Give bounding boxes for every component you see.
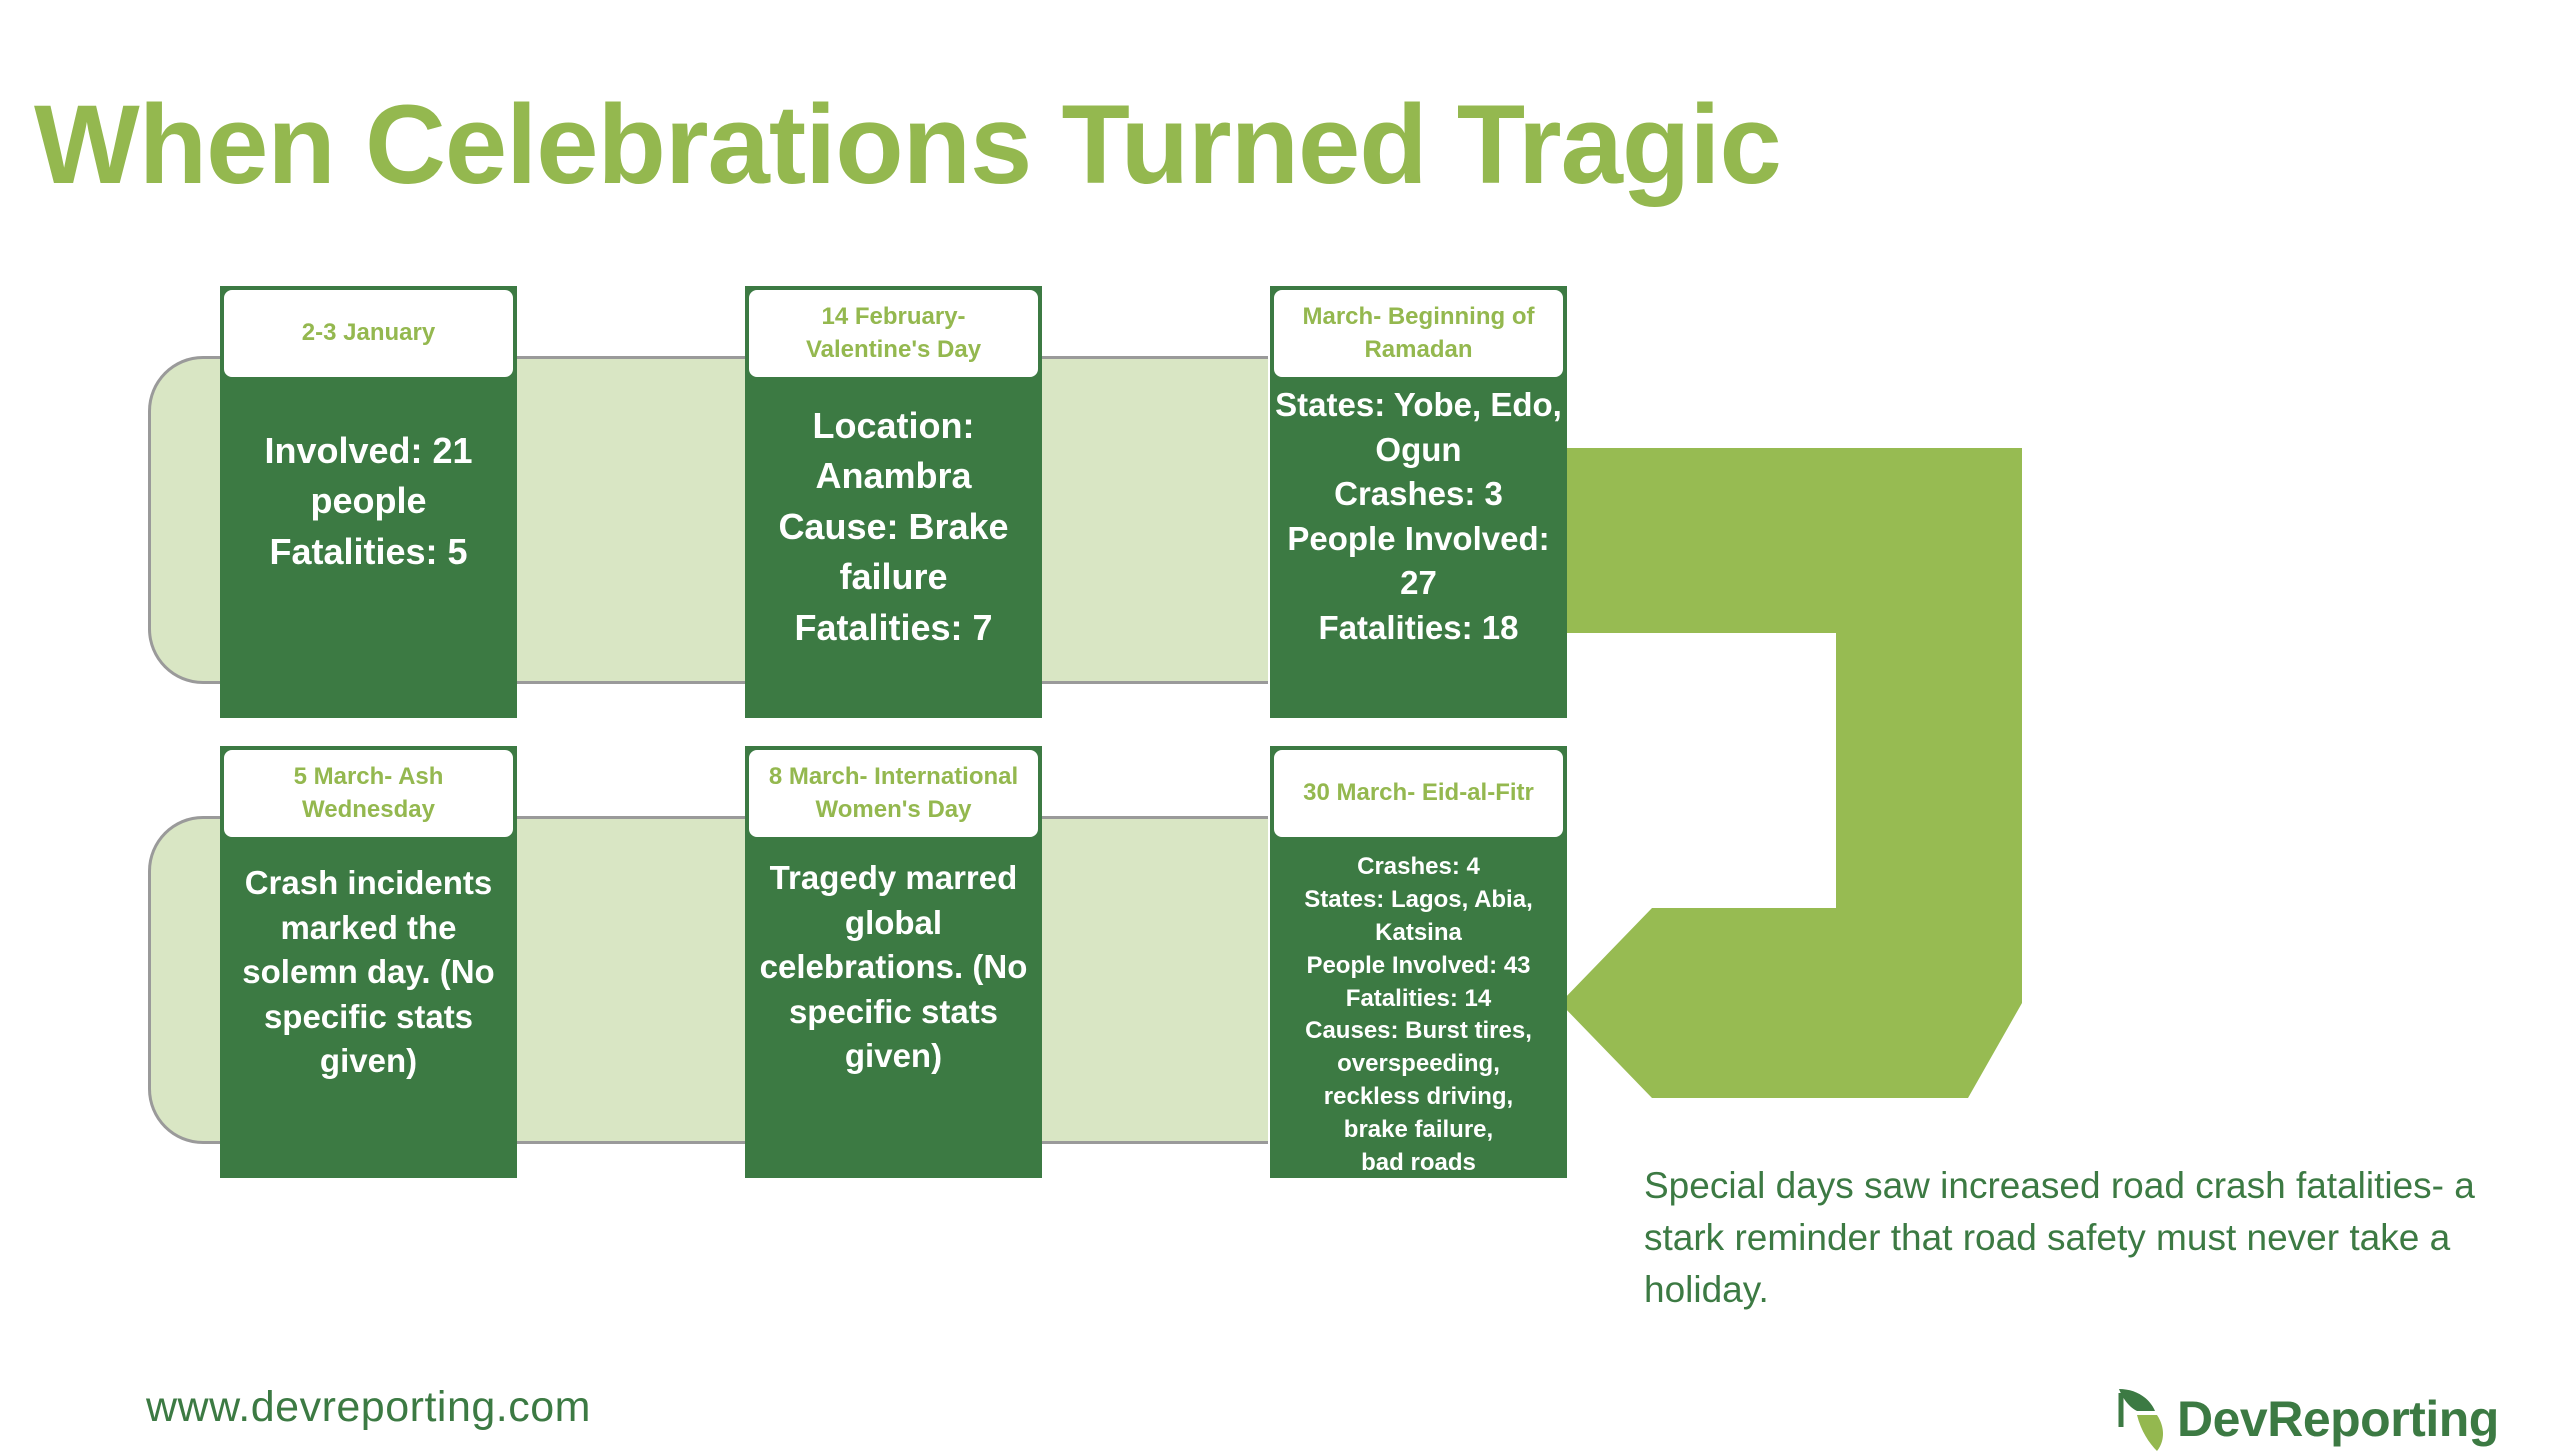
event-details-text: Tragedy marred global celebrations. (No … [759, 859, 1028, 1075]
event-details-text: Crashes: 4 States: Lagos, Abia, Katsina … [1304, 853, 1533, 1176]
devreporting-leaf-icon [2118, 1389, 2163, 1451]
event-details-text: Involved: 21 people Fatalities: 5 [264, 430, 473, 572]
event-card-womens-day: 8 March- International Women's Day Trage… [745, 746, 1042, 1178]
event-details: Tragedy marred global celebrations. (No … [745, 841, 1042, 1178]
event-card-ramadan: March- Beginning of Ramadan States: Yobe… [1270, 286, 1567, 718]
event-card-eid: 30 March- Eid-al-Fitr Crashes: 4 States:… [1270, 746, 1567, 1178]
event-details: Crashes: 4 States: Lagos, Abia, Katsina … [1270, 841, 1567, 1178]
event-date: 14 February- Valentine's Day [745, 286, 1042, 381]
event-date: 5 March- Ash Wednesday [220, 746, 517, 841]
event-details: Involved: 21 people Fatalities: 5 [220, 381, 517, 718]
brand-logo: DevReporting [2115, 1384, 2499, 1454]
event-date: 2-3 January [220, 286, 517, 381]
brand-name: DevReporting [2177, 1391, 2499, 1447]
event-date-label: 5 March- Ash Wednesday [293, 763, 444, 823]
event-date: 8 March- International Women's Day [745, 746, 1042, 841]
event-details-text: States: Yobe, Edo, Ogun Crashes: 3 Peopl… [1275, 386, 1562, 646]
event-card-january: 2-3 January Involved: 21 people Fataliti… [220, 286, 517, 718]
event-details-text: Crash incidents marked the solemn day. (… [242, 864, 495, 1080]
event-date-label: March- Beginning of Ramadan [1302, 303, 1535, 363]
event-details: Location: Anambra Cause: Brake failure F… [745, 381, 1042, 718]
page-title: When Celebrations Turned Tragic [34, 82, 1782, 207]
event-card-valentines: 14 February- Valentine's Day Location: A… [745, 286, 1042, 718]
event-details: Crash incidents marked the solemn day. (… [220, 841, 517, 1178]
event-card-ash-wednesday: 5 March- Ash Wednesday Crash incidents m… [220, 746, 517, 1178]
event-details-text: Location: Anambra Cause: Brake failure F… [778, 405, 1009, 648]
timeline-connector-arrow [1560, 448, 2022, 1098]
summary-note: Special days saw increased road crash fa… [1644, 1165, 2475, 1310]
event-date-label: 30 March- Eid-al-Fitr [1303, 779, 1534, 807]
event-date: 30 March- Eid-al-Fitr [1270, 746, 1567, 841]
website-link[interactable]: www.devreporting.com [146, 1383, 591, 1431]
event-date-label: 8 March- International Women's Day [768, 763, 1019, 823]
event-date-label: 14 February- Valentine's Day [805, 303, 982, 363]
event-date: March- Beginning of Ramadan [1270, 286, 1567, 381]
event-details: States: Yobe, Edo, Ogun Crashes: 3 Peopl… [1270, 381, 1567, 718]
event-date-label: 2-3 January [301, 319, 436, 347]
